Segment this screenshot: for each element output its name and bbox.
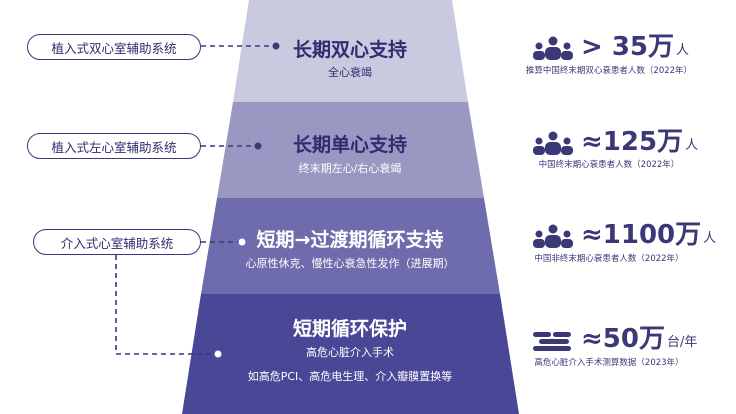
tier-1-subtitle: 全心衰竭 xyxy=(328,66,372,79)
stat-2-unit: 人 xyxy=(685,138,699,153)
people-icon xyxy=(531,131,575,155)
connector-dot-1 xyxy=(272,42,280,50)
stat-3-value: ≈1100万 xyxy=(581,220,702,250)
tier-4-subtitle-2: 如高危PCI、高危电生理、介入瓣膜置换等 xyxy=(247,370,453,383)
stat-2-value: ≈125万 xyxy=(581,127,684,157)
connector-dot-3 xyxy=(238,238,246,246)
stat-1-value: > 35万 xyxy=(581,32,675,62)
stat-3-caption: 中国非终末期心衰患者人数（2022年） xyxy=(534,254,684,264)
tier-4-band xyxy=(182,294,519,414)
stat-4-caption: 高危心脏介入手术测算数据（2023年） xyxy=(534,358,684,368)
device-pill-biventricular: 植入式双心室辅助系统 xyxy=(27,34,201,60)
tier-1-band xyxy=(233,0,468,102)
stat-2: ≈125万 人 xyxy=(531,129,698,155)
tier-4-subtitle: 高危心脏介入手术 xyxy=(306,346,394,359)
connector-4 xyxy=(115,255,216,355)
tier-4-title: 短期循环保护 xyxy=(292,318,407,340)
tier-3-band xyxy=(201,198,500,294)
tier-3-title: 短期→过渡期循环支持 xyxy=(256,229,444,251)
device-pill-interventional: 介入式心室辅助系统 xyxy=(33,229,201,255)
people-icon xyxy=(531,36,575,60)
tier-2-title: 长期单心支持 xyxy=(292,134,407,156)
stat-3-unit: 人 xyxy=(703,231,717,246)
stat-4: ≈50万 台/年 xyxy=(531,326,697,352)
tier-3-subtitle: 心原性休克、慢性心衰急性发作（进展期） xyxy=(245,257,455,270)
device-pill-left-ventricular: 植入式左心室辅助系统 xyxy=(27,133,201,159)
connector-dot-2 xyxy=(254,142,262,150)
stat-1-caption: 推算中国终末期双心衰患者人数（2022年） xyxy=(525,66,693,76)
pills-stack-icon xyxy=(531,330,575,352)
stat-3: ≈1100万 人 xyxy=(531,222,716,248)
tier-2-subtitle: 终末期左心/右心衰竭 xyxy=(298,162,402,175)
stat-1: > 35万 人 xyxy=(531,34,689,60)
tier-2-band xyxy=(217,102,484,198)
stat-4-unit: 台/年 xyxy=(666,335,698,350)
tier-1-title: 长期双心支持 xyxy=(292,39,407,61)
stat-1-unit: 人 xyxy=(676,43,690,58)
stat-4-value: ≈50万 xyxy=(581,324,665,354)
stat-2-caption: 中国终末期心衰患者人数（2022年） xyxy=(538,160,680,170)
connector-dot-4 xyxy=(214,350,222,358)
people-icon xyxy=(531,224,575,248)
